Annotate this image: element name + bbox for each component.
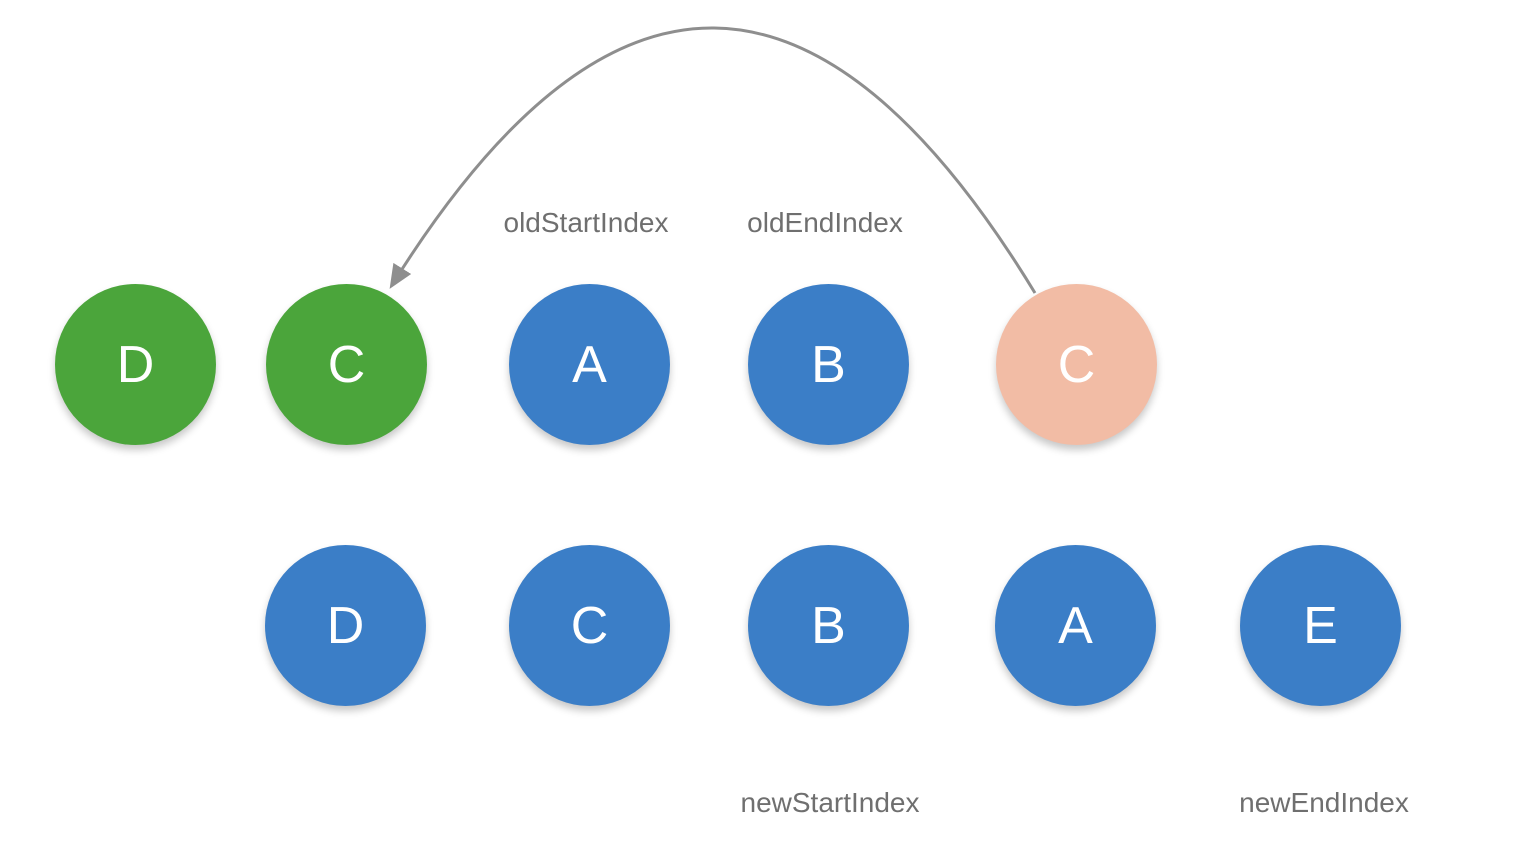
label-new-end-index: newEndIndex [1239,787,1409,818]
old-node-c-moved: C [996,284,1157,445]
old-node-a-letter: A [572,335,607,394]
label-old-start-index: oldStartIndex [503,207,669,238]
old-node-d-letter: D [116,335,155,394]
old-node-c: C [266,284,427,445]
new-node-d-letter: D [326,596,365,655]
swap-arrow-path [389,26,1037,294]
new-node-d: D [265,545,426,706]
new-node-c: C [509,545,670,706]
new-node-c-letter: C [570,596,609,655]
new-node-b: B [748,545,909,706]
new-node-e: E [1240,545,1401,706]
label-old-end-index: oldEndIndex [747,207,903,238]
new-node-e-letter: E [1303,596,1338,655]
old-node-b-letter: B [811,335,846,394]
old-node-b: B [748,284,909,445]
old-node-d: D [55,284,216,445]
old-node-a: A [509,284,670,445]
new-node-a: A [995,545,1156,706]
label-new-start-index: newStartIndex [740,787,920,818]
new-node-b-letter: B [811,596,846,655]
old-node-c-letter: C [327,335,366,394]
new-node-a-letter: A [1058,596,1093,655]
old-node-c-moved-letter: C [1057,335,1096,394]
